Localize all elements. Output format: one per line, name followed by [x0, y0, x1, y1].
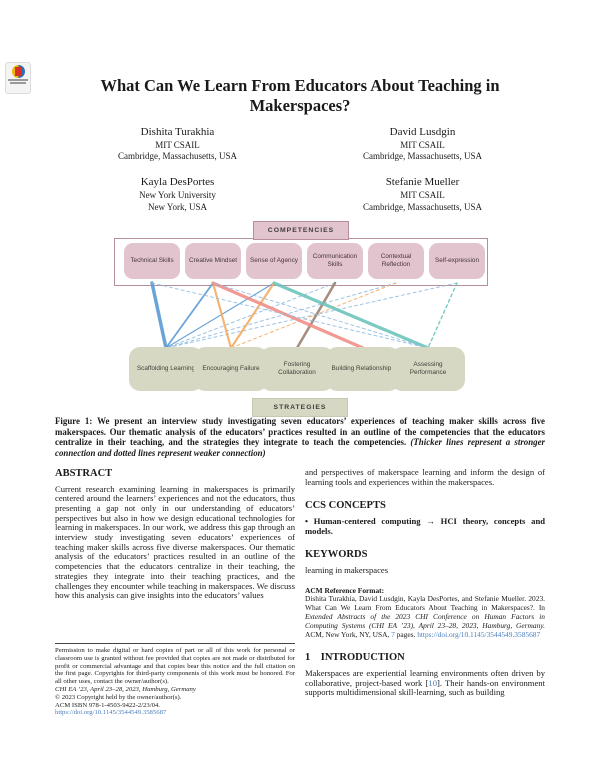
connection-line — [427, 282, 458, 349]
connection-line — [151, 282, 429, 349]
author-affiliation: Cambridge, Massachusetts, USA — [363, 151, 482, 162]
footnote-rule — [55, 642, 295, 644]
competency-box-5: Contextual Reflection — [368, 243, 424, 279]
connection-line — [165, 282, 336, 349]
competency-box-2: Creative Mindset — [185, 243, 241, 279]
strategy-box-4: Building Relationships — [326, 347, 400, 391]
isbn-line: ACM ISBN 978-1-4503-9422-2/23/04. — [55, 701, 160, 709]
connection-lines — [150, 281, 458, 350]
badge-caption-line — [8, 79, 28, 81]
permission-note: Permission to make digital or hard copie… — [55, 646, 295, 686]
author-affiliation: MIT CSAIL — [400, 189, 445, 200]
badge-circle-icon — [11, 65, 25, 78]
acm-reference-text: pages. — [394, 629, 418, 639]
acm-reference-text: Dishita Turakhia, David Lusdgin, Kayla D… — [305, 594, 545, 613]
keywords-text: learning in makerspaces — [305, 564, 389, 575]
acm-reference-link[interactable]: 7 — [391, 629, 395, 639]
connection-line — [212, 282, 429, 349]
strategies-label: STRATEGIES — [252, 398, 348, 417]
connection-line — [165, 282, 397, 349]
connection-line — [229, 281, 276, 350]
author-name: Dishita Turakhia — [140, 126, 215, 138]
copyright-line: © 2023 Copyright held by the owner/autho… — [55, 693, 182, 701]
acm-reference-text: Dishita Turakhia, David Lusdgin, Kayla D… — [305, 595, 545, 639]
competency-box-1: Technical Skills — [124, 243, 180, 279]
doi-link[interactable]: https://doi.org/10.1145/3544549.3585687 — [55, 709, 167, 717]
introduction-text: Makerspaces are experiential learning en… — [305, 667, 545, 688]
connection-line — [295, 281, 337, 350]
introduction-text: ]. Their hands-on environment supports m… — [305, 677, 545, 698]
acm-reference-text: ACM, New York, NY, USA, — [305, 629, 392, 639]
abstract-heading: ABSTRACT — [55, 468, 113, 479]
author-name: Stefanie Mueller — [385, 176, 460, 189]
introduction-link[interactable]: 10 — [428, 677, 437, 688]
competency-box-3: Sense of Agency — [246, 243, 302, 279]
acm-reference-text: Extended Abstracts of the 2023 CHI Confe… — [305, 612, 545, 630]
strategy-box-5: Assessing Performance — [391, 347, 465, 391]
connection-line — [165, 282, 275, 349]
introduction-text: Makerspaces are experiential learning en… — [305, 667, 545, 698]
competency-box-6: Self-expression — [429, 243, 485, 279]
acm-reference-heading: ACM Reference Format: — [305, 585, 385, 595]
strategy-box-1: Scaffolding Learning — [129, 347, 203, 391]
artifact-badge-icon[interactable] — [5, 62, 31, 94]
connection-line — [165, 282, 214, 349]
figure-caption: Figure 1: We present an interview study … — [55, 416, 545, 458]
abstract-continuation: and perspectives of makerspace learning … — [305, 467, 545, 487]
footnote-block: Permission to make digital or hard copie… — [55, 642, 295, 717]
author-affiliation: Cambridge, Massachusetts, USA — [363, 201, 482, 212]
author-name: Kayla DesPortes — [140, 176, 215, 189]
connection-line — [211, 281, 233, 350]
ccs-text: • Human-centered computing → HCI theory,… — [305, 515, 545, 536]
abstract-text: Current research examining learning in m… — [55, 483, 295, 601]
acm-reference-link[interactable]: https://doi.org/10.1145/3544549.3585687 — [417, 629, 541, 639]
right-column: and perspectives of makerspace learning … — [305, 467, 545, 698]
competency-box-4: Communication Skills — [307, 243, 363, 279]
connection-line — [165, 282, 458, 349]
author-affiliation: New York University — [139, 189, 216, 200]
author-affiliation: Cambridge, Massachusetts, USA — [118, 151, 237, 162]
conference-info: CHI EA ’23, April 23–28, 2023, Hamburg, … — [55, 685, 196, 693]
strategy-box-2: Encouraging Failure — [194, 347, 268, 391]
strategy-box-3: Fostering Collaboration — [260, 347, 334, 391]
author-affiliation: MIT CSAIL — [400, 139, 445, 150]
connection-line — [272, 281, 430, 350]
figure-caption-note: (Thicker lines represent a stronger conn… — [55, 437, 546, 458]
left-column: ABSTRACT Current research examining lear… — [55, 468, 295, 717]
figure-caption-text: Figure 1: We present an interview study … — [55, 416, 545, 448]
keywords-heading: KEYWORDS — [305, 549, 368, 561]
author-affiliation: MIT CSAIL — [155, 139, 200, 150]
author-affiliation: New York, USA — [147, 201, 207, 212]
badge-caption-line — [10, 82, 26, 84]
paper-title: What Can We Learn From Educators About T… — [100, 76, 500, 116]
connection-line — [230, 282, 397, 349]
competencies-label: COMPETENCIES — [253, 221, 349, 240]
author-name: David Lusdgin — [389, 126, 456, 138]
introduction-heading: 1 INTRODUCTION — [305, 652, 405, 664]
ccs-heading: CCS CONCEPTS — [305, 500, 386, 512]
connection-line — [150, 281, 168, 350]
